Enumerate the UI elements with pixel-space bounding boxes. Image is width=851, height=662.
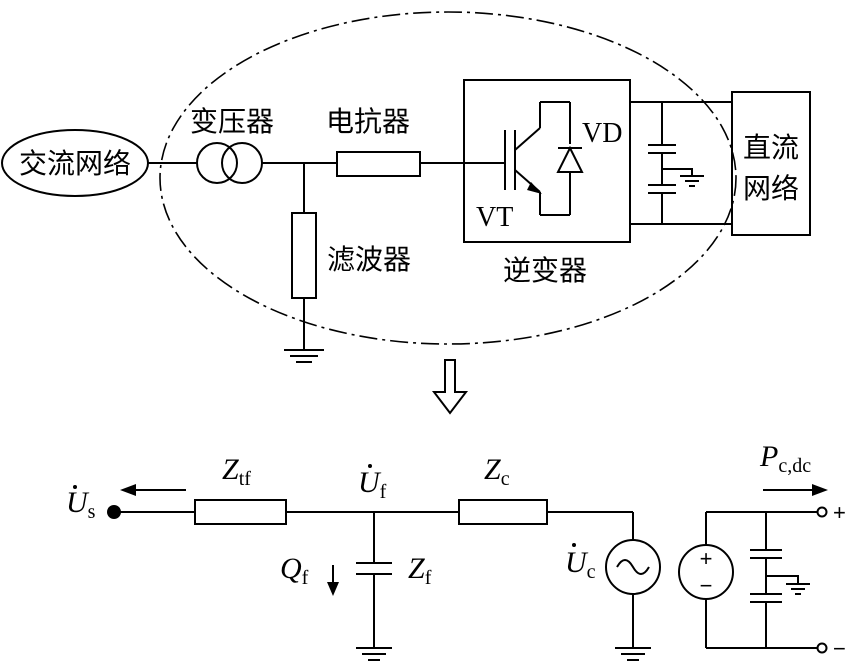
uf-label: Uf bbox=[358, 466, 387, 503]
dc-link-ground-icon bbox=[786, 583, 810, 595]
us-phasor-dot bbox=[73, 485, 77, 489]
filter-resistor-icon bbox=[291, 212, 317, 299]
transformer-label: 变压器 bbox=[190, 105, 274, 138]
power-flow-arrow-left-icon bbox=[120, 484, 186, 496]
us-label: Us bbox=[66, 486, 96, 523]
dc-network-label-line1: 直流 bbox=[743, 131, 799, 164]
dc-network-label-line2: 网络 bbox=[743, 172, 799, 205]
zf-label: Zf bbox=[408, 552, 432, 589]
dc-link-capacitor-icon bbox=[750, 549, 782, 648]
dc-capacitor-icon bbox=[648, 144, 676, 224]
dc-terminal-plus bbox=[816, 506, 828, 518]
uc-label: Uc bbox=[565, 546, 596, 583]
zc-label: Zc bbox=[484, 453, 510, 490]
dc-minus-sign: − bbox=[833, 636, 846, 661]
source-plus-sign: + bbox=[700, 546, 713, 571]
filter-ground-icon bbox=[356, 647, 392, 661]
emitter-arrow-icon bbox=[527, 182, 542, 194]
ground-icon bbox=[284, 349, 324, 363]
diode-icon bbox=[556, 102, 584, 215]
reactor-resistor-icon bbox=[336, 151, 421, 177]
converter-boundary-dashdot bbox=[159, 11, 737, 345]
vt-label: VT bbox=[476, 202, 513, 233]
source-minus-sign: − bbox=[700, 573, 713, 598]
ztf-impedance bbox=[194, 499, 287, 525]
igbt-transistor-icon bbox=[464, 101, 570, 216]
inverter-box bbox=[463, 79, 631, 243]
dc-ground-icon bbox=[680, 175, 704, 187]
uc-phasor-dot bbox=[572, 543, 576, 547]
transformer-icon bbox=[196, 142, 263, 184]
dc-plus-sign: + bbox=[833, 500, 846, 525]
vd-label: VD bbox=[582, 118, 622, 149]
reactive-power-arrow-down-icon bbox=[327, 565, 339, 596]
filter-capacitor-icon bbox=[356, 562, 392, 575]
dc-power-arrow-right-icon bbox=[763, 484, 828, 496]
hollow-down-arrow-icon bbox=[431, 359, 469, 415]
uf-phasor-dot bbox=[368, 464, 372, 468]
ztf-label: Ztf bbox=[222, 453, 251, 490]
qf-label: Qf bbox=[280, 552, 309, 589]
pcdc-label: Pc,dc bbox=[759, 440, 811, 477]
inverter-label: 逆变器 bbox=[503, 254, 587, 287]
filter-label: 滤波器 bbox=[327, 243, 411, 276]
source-ground-icon bbox=[615, 647, 651, 661]
dc-terminal-minus bbox=[816, 642, 828, 654]
ac-network-label: 交流网络 bbox=[19, 147, 131, 180]
dc-network-box bbox=[731, 91, 811, 236]
zc-impedance bbox=[458, 499, 548, 525]
reactor-label: 电抗器 bbox=[326, 105, 410, 138]
